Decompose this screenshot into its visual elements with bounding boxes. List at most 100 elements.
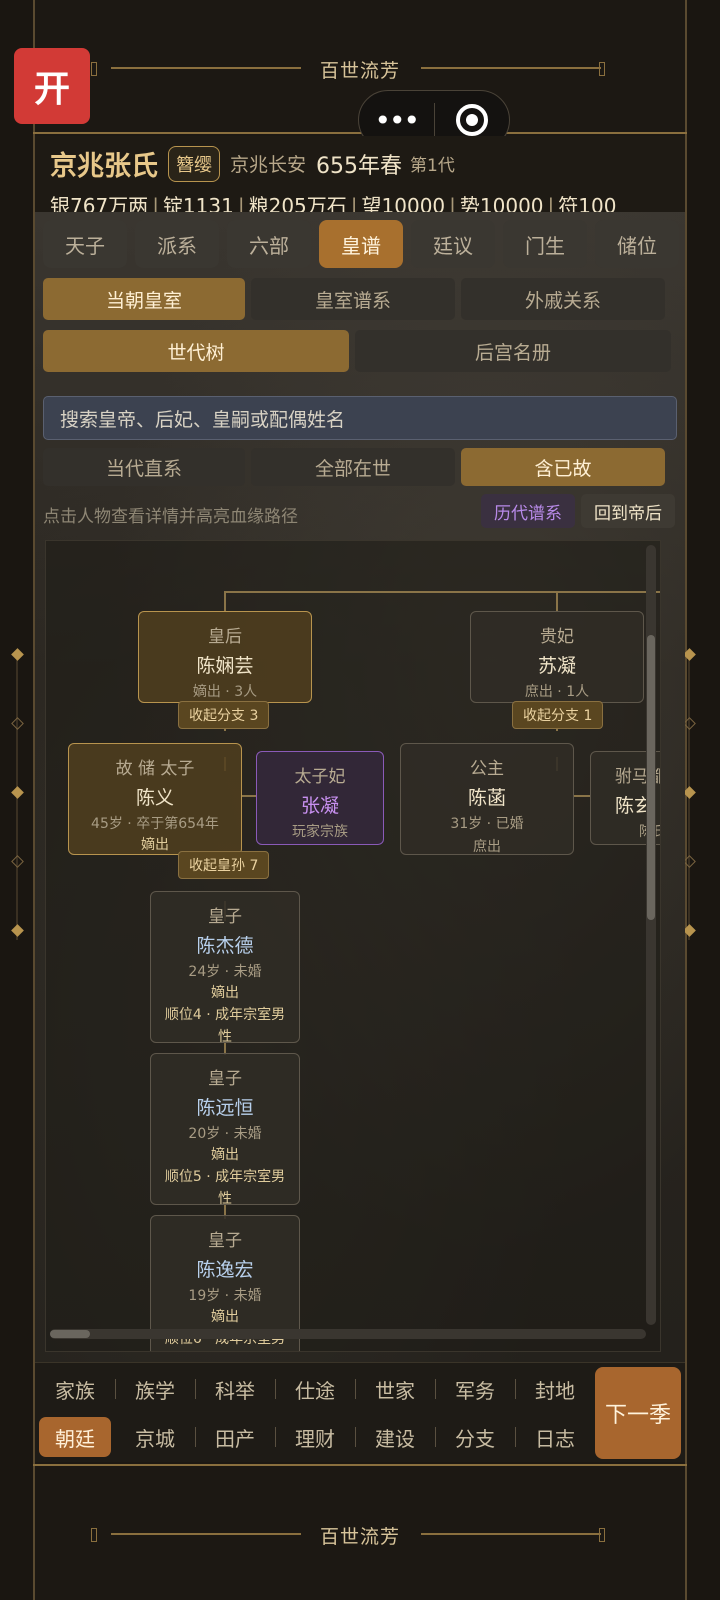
- collapse-consort-branch-button[interactable]: 收起分支 1: [512, 701, 604, 729]
- nav-military[interactable]: 军务: [435, 1369, 515, 1409]
- main-tabs: 天子 派系 六部 皇谱 廷议 门生 储位: [43, 220, 679, 268]
- prince-age: 19岁 · 未婚: [188, 1288, 262, 1304]
- nav-capital[interactable]: 京城: [135, 1426, 175, 1451]
- princess-meta: 31岁 · 已婚: [450, 816, 524, 832]
- filter-direct-line[interactable]: 当代直系: [43, 448, 245, 486]
- filter-all-living[interactable]: 全部在世: [251, 448, 455, 486]
- tab-emperor[interactable]: 天子: [43, 220, 127, 268]
- view-generation-tree[interactable]: 世代树: [43, 330, 349, 372]
- subtab-current-royals[interactable]: 当朝皇室: [43, 278, 245, 320]
- prince-name: 陈杰德: [196, 935, 254, 957]
- prince-card-2[interactable]: 皇子 陈远恒 20岁 · 未婚 嫡出 顺位5 · 成年宗室男 性: [150, 1053, 300, 1207]
- tab-succession[interactable]: 储位: [595, 220, 679, 268]
- location: 京兆长安: [230, 154, 307, 176]
- search-input[interactable]: 搜索皇帝、后妃、皇嗣或配偶姓名: [43, 396, 677, 440]
- nav-court[interactable]: 朝廷: [39, 1417, 111, 1457]
- consort-meta: 庶出 · 1人: [524, 684, 590, 700]
- open-button[interactable]: 开: [14, 48, 90, 124]
- prince-age: 24岁 · 未婚: [188, 964, 262, 980]
- bottom-nav-row-2: 朝廷 京城 田产 理财 建设 分支 日志: [35, 1417, 595, 1457]
- consort-card[interactable]: 贵妃 苏凝 庶出 · 1人: [470, 611, 644, 703]
- prince-rank-cont: 性: [218, 1029, 232, 1045]
- main-content: 天子 派系 六部 皇谱 廷议 门生 储位 当朝皇室 皇室谱系 外戚关系 世代树 …: [35, 212, 685, 1362]
- sub-tabs: 当朝皇室 皇室谱系 外戚关系: [43, 278, 665, 320]
- tab-disciples[interactable]: 门生: [503, 220, 587, 268]
- nav-noble-houses[interactable]: 世家: [355, 1369, 435, 1409]
- crown-princess-title: 太子妃: [294, 767, 346, 787]
- clan-name: 京兆张氏: [50, 151, 158, 182]
- filter-include-deceased[interactable]: 含已故: [461, 448, 665, 486]
- view-harem-roster[interactable]: 后宫名册: [355, 330, 671, 372]
- nav-clan-school[interactable]: 族学: [115, 1369, 195, 1409]
- empress-meta: 嫡出 · 3人: [192, 684, 258, 700]
- bottom-nav: 家族 族学 科举 仕途 世家 军务 封地 朝廷 京城 田产 理财 建设 分支 日…: [35, 1362, 685, 1462]
- prince-title: 皇子: [208, 907, 242, 927]
- crown-prince-birth: 嫡出: [141, 837, 169, 853]
- horizontal-scrollbar[interactable]: [50, 1329, 646, 1339]
- nav-log[interactable]: 日志: [515, 1417, 595, 1457]
- prince-rank: 顺位5 · 成年宗室男: [164, 1169, 286, 1185]
- nav-construction[interactable]: 建设: [355, 1417, 435, 1457]
- bottom-nav-row-1: 家族 族学 科举 仕途 世家 军务 封地: [35, 1369, 595, 1409]
- consort-name: 苏凝: [537, 655, 576, 677]
- prince-birth: 嫡出: [211, 1309, 239, 1325]
- crown-prince-name: 陈义: [135, 787, 174, 809]
- more-menu-icon[interactable]: •••: [374, 103, 420, 137]
- history-lineage-button[interactable]: 历代谱系: [481, 494, 575, 528]
- prince-age: 20岁 · 未婚: [188, 1126, 262, 1142]
- nav-family[interactable]: 家族: [55, 1378, 95, 1403]
- rank-badge[interactable]: 簪缨: [168, 145, 220, 182]
- family-tree-canvas[interactable]: 皇后 陈娴芸 嫡出 · 3人 贵妃 苏凝 庶出 · 1人 收起分支 3 收起分支…: [45, 540, 661, 1352]
- banner-title-bottom: 百世流芳: [319, 1526, 400, 1548]
- next-season-button[interactable]: 下一季: [595, 1367, 681, 1459]
- clan-header: 京兆张氏 簪缨 京兆长安 655年春 第1代 银767万两|锭1131|粮205…: [35, 136, 685, 218]
- princess-birth: 庶出: [473, 839, 501, 855]
- tab-factions[interactable]: 派系: [135, 220, 219, 268]
- prince-birth: 嫡出: [211, 985, 239, 1001]
- tab-ministries[interactable]: 六部: [227, 220, 311, 268]
- tree-hint: 点击人物查看详情并高亮血缘路径: [43, 507, 298, 527]
- prince-rank-cont: 性: [218, 1191, 232, 1207]
- nav-estates[interactable]: 田产: [195, 1417, 275, 1457]
- banner-title: 百世流芳: [319, 60, 400, 82]
- consort-husband-name: 陈玄: [615, 795, 654, 817]
- crown-prince-title: 故 储 太子: [115, 759, 195, 779]
- nav-branches[interactable]: 分支: [435, 1417, 515, 1457]
- close-target-icon[interactable]: [435, 104, 510, 136]
- left-side-ornament: [10, 648, 24, 995]
- nav-exams[interactable]: 科举: [195, 1369, 275, 1409]
- prince-title: 皇子: [208, 1231, 242, 1251]
- prince-rank: 顺位4 · 成年宗室男: [164, 1007, 286, 1023]
- crown-prince-meta: 45岁 · 卒于第654年: [91, 816, 219, 832]
- princess-title: 公主: [470, 759, 504, 779]
- empress-name: 陈娴芸: [196, 655, 254, 677]
- prince-title: 皇子: [208, 1069, 242, 1089]
- tab-court-debate[interactable]: 廷议: [411, 220, 495, 268]
- collapse-grandsons-button[interactable]: 收起皇孙 7: [178, 851, 270, 879]
- filter-tabs: 当代直系 全部在世 含已故: [43, 448, 665, 486]
- nav-fiefdom[interactable]: 封地: [515, 1369, 595, 1409]
- generation: 第1代: [410, 156, 455, 176]
- current-year: 655年春: [316, 153, 403, 179]
- nav-finance[interactable]: 理财: [275, 1417, 355, 1457]
- bottom-banner: 百世流芳: [33, 1464, 687, 1600]
- back-to-emperor-button[interactable]: 回到帝后: [581, 494, 675, 528]
- subtab-consort-relations[interactable]: 外戚关系: [461, 278, 665, 320]
- vertical-scrollbar[interactable]: [646, 545, 656, 1325]
- crown-princess-card[interactable]: 太子妃 张凝 玩家宗族: [256, 751, 384, 845]
- crown-princess-meta: 玩家宗族: [292, 824, 348, 840]
- crown-prince-card[interactable]: 故 储 太子 陈义 45岁 · 卒于第654年 嫡出: [68, 743, 242, 855]
- prince-card-3[interactable]: 皇子 陈逸宏 19岁 · 未婚 嫡出 顺位6 · 成年宗室男: [150, 1215, 300, 1351]
- view-tabs: 世代树 后宫名册: [43, 330, 671, 372]
- nav-career[interactable]: 仕途: [275, 1369, 355, 1409]
- princess-card[interactable]: 公主 陈菡 31岁 · 已婚 庶出: [400, 743, 574, 855]
- collapse-empress-branch-button[interactable]: 收起分支 3: [178, 701, 270, 729]
- crown-princess-name: 张凝: [300, 795, 339, 817]
- prince-birth: 嫡出: [211, 1147, 239, 1163]
- prince-name: 陈逸宏: [196, 1259, 254, 1281]
- empress-card[interactable]: 皇后 陈娴芸 嫡出 · 3人: [138, 611, 312, 703]
- prince-name: 陈远恒: [196, 1097, 254, 1119]
- subtab-royal-lineage[interactable]: 皇室谱系: [251, 278, 455, 320]
- prince-card-1[interactable]: 皇子 陈杰德 24岁 · 未婚 嫡出 顺位4 · 成年宗室男 性: [150, 891, 300, 1045]
- tab-imperial-genealogy[interactable]: 皇谱: [319, 220, 403, 268]
